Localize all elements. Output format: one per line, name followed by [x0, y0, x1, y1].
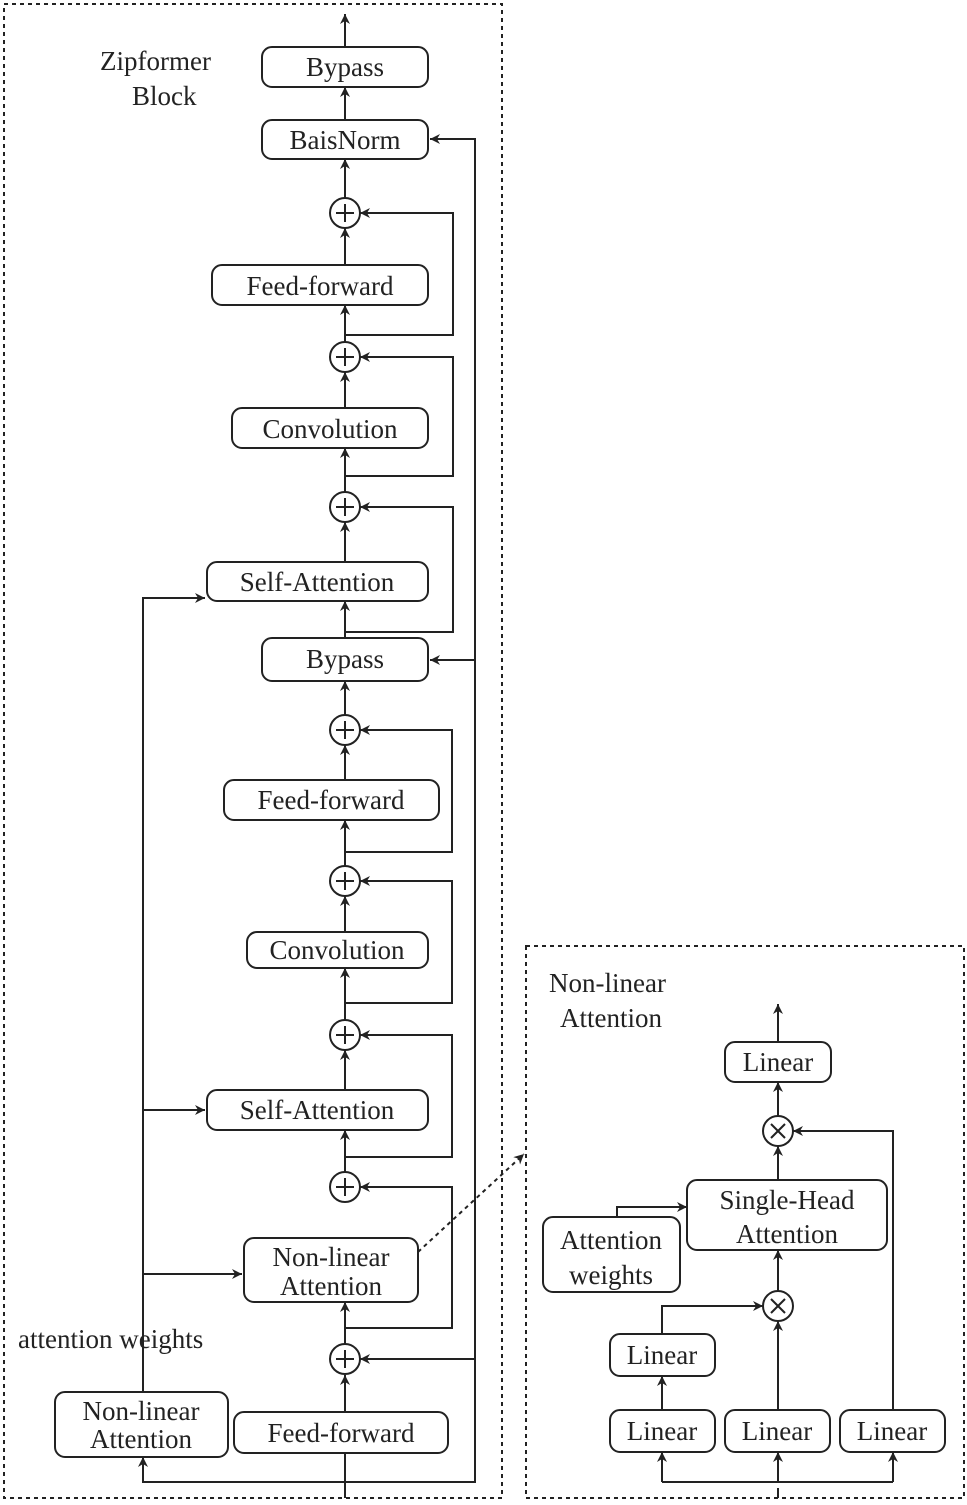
feed-forward-1-label: Feed-forward — [268, 1418, 415, 1448]
self-attention-2-label: Self-Attention — [240, 567, 395, 597]
add-icon — [329, 714, 361, 746]
nla-weights-line2: Attention — [90, 1424, 192, 1454]
non-linear-attention-frame — [525, 945, 965, 1499]
nla-weights-line1: Non-linear — [83, 1396, 200, 1426]
feed-forward-3-box: Feed-forward — [211, 264, 429, 306]
nla-linear-a-top-box: Linear — [609, 1333, 716, 1377]
zoom-connector — [417, 1153, 525, 1253]
sha-line2: Attention — [736, 1219, 838, 1249]
bypass-mid-label: Bypass — [306, 644, 384, 674]
multiply-icon — [762, 1115, 794, 1147]
nla-detail-wires — [616, 1004, 898, 1498]
attw-line2: weights — [569, 1260, 653, 1290]
feed-forward-1-box: Feed-forward — [233, 1411, 449, 1454]
nla-linear-out-label: Linear — [743, 1047, 813, 1077]
nla-linear-c-label: Linear — [857, 1416, 927, 1446]
add-icon — [329, 341, 361, 373]
bypass-output-box: Bypass — [261, 46, 429, 88]
nla-linear-c-box: Linear — [839, 1409, 946, 1453]
non-linear-attention-line1: Non-linear — [273, 1242, 390, 1272]
sha-line1: Single-Head — [720, 1185, 855, 1215]
convolution-2-box: Convolution — [231, 407, 429, 449]
self-attention-1-label: Self-Attention — [240, 1095, 395, 1125]
self-attention-2-box: Self-Attention — [206, 561, 429, 602]
convolution-1-label: Convolution — [269, 935, 405, 965]
nla-linear-b-box: Linear — [724, 1409, 831, 1453]
non-linear-attention-weights-box: Non-linear Attention — [54, 1391, 229, 1458]
bypass-mid-box: Bypass — [261, 637, 429, 682]
add-icon — [329, 865, 361, 897]
attention-weight-wires — [138, 593, 345, 1483]
nla-linear-a-box: Linear — [609, 1409, 716, 1453]
convolution-2-label: Convolution — [262, 414, 398, 444]
feed-forward-3-label: Feed-forward — [247, 271, 394, 301]
add-operators — [329, 197, 361, 1375]
attw-line1: Attention — [560, 1225, 662, 1255]
zipformer-title-line2: Block — [132, 81, 197, 111]
feed-forward-2-label: Feed-forward — [258, 785, 405, 815]
non-linear-attention-line2: Attention — [280, 1271, 382, 1301]
nla-title-line2: Attention — [560, 1003, 662, 1033]
residual-wires — [345, 208, 454, 1329]
nla-linear-out-box: Linear — [724, 1041, 832, 1083]
nla-linear-b-label: Linear — [742, 1416, 812, 1446]
zipformer-title-line1: Zipformer — [100, 46, 211, 76]
attention-weights-box: Attention weights — [542, 1216, 681, 1293]
convolution-1-box: Convolution — [246, 931, 429, 969]
add-icon — [329, 1171, 361, 1203]
biasnorm-box: BaisNorm — [261, 119, 429, 160]
multiply-operators — [762, 1115, 794, 1322]
non-linear-attention-box: Non-linear Attention — [243, 1237, 419, 1303]
add-icon — [329, 1343, 361, 1375]
zipformer-block-frame — [3, 3, 503, 1499]
attention-weights-label: attention weights — [18, 1324, 203, 1354]
add-icon — [329, 197, 361, 229]
self-attention-1-box: Self-Attention — [206, 1089, 429, 1131]
multiply-icon — [762, 1290, 794, 1322]
nla-title-line1: Non-linear — [549, 968, 666, 998]
biasnorm-label: BaisNorm — [290, 125, 401, 155]
add-icon — [329, 1019, 361, 1051]
nla-linear-a-top-label: Linear — [627, 1340, 697, 1370]
nla-linear-a-label: Linear — [627, 1416, 697, 1446]
bypass-output-label: Bypass — [306, 52, 384, 82]
single-head-attention-box: Single-Head Attention — [686, 1179, 888, 1251]
add-icon — [329, 491, 361, 523]
feed-forward-2-box: Feed-forward — [223, 779, 440, 821]
bypass-wires — [345, 134, 476, 1483]
